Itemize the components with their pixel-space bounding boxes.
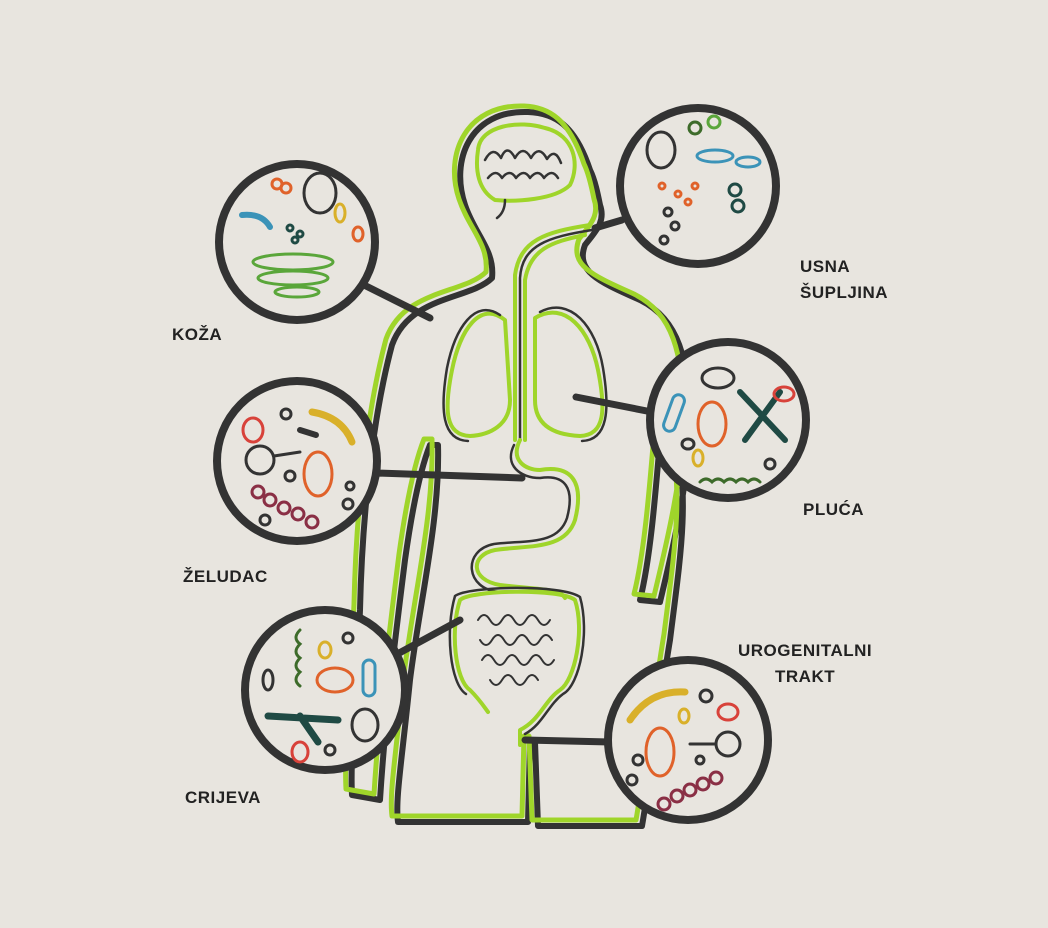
label-lungs: PLUĆA [803,500,865,519]
circle-lungs [646,338,810,502]
label-skin: KOŽA [172,325,223,344]
stomach-organ [474,438,581,600]
microbes-lungs [662,366,796,485]
microbes-mouth [645,114,762,246]
label-mouth: USNA ŠUPLJINA [800,254,888,306]
label-urogenital: UROGENITALNI TRAKT [738,638,872,690]
label-mouth-line1: USNA [800,257,851,276]
intestines [448,586,586,747]
esophagus [513,223,592,442]
label-intestine: CRIJEVA [185,788,261,807]
connector-intestine [386,616,464,662]
body-outline [343,103,687,823]
label-urogenital-line1: UROGENITALNI [738,641,873,660]
lung-right [533,310,605,438]
circle-stomach [213,377,381,545]
microbes-intestine [261,628,380,764]
label-mouth-line2: ŠUPLJINA [800,283,889,302]
label-stomach: ŽELUDAC [183,567,268,586]
connector-mouth [591,216,626,232]
connector-stomach [372,469,526,482]
microbes-urogenital [625,688,742,812]
microbes-skin [239,171,365,299]
label-urogenital-line2: TRAKT [775,667,836,686]
connector-urogenital [521,736,614,746]
connector-skin [356,279,434,322]
connector-lungs [572,393,656,416]
brain [475,122,577,220]
connectors [356,216,656,746]
lung-left [445,311,512,438]
microbes-stomach [241,407,356,530]
